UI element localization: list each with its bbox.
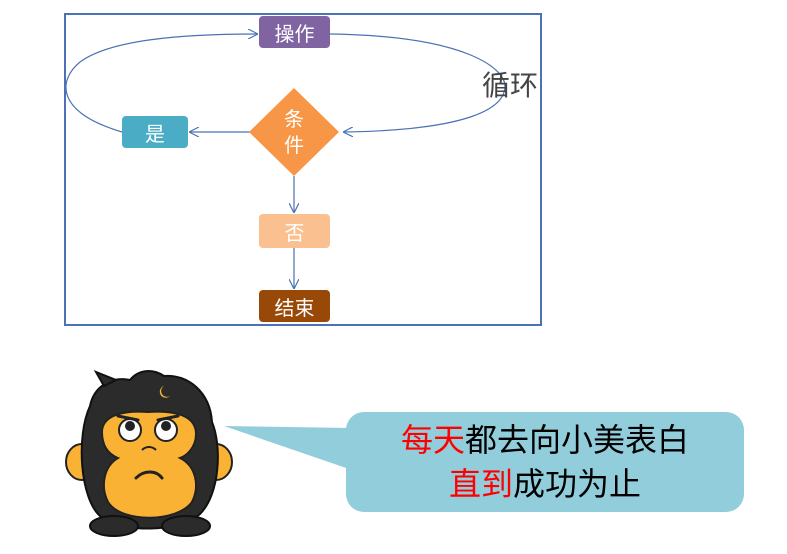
- speech-line-2-text: 成功为止: [513, 465, 642, 503]
- operation-node: 操作: [259, 16, 330, 48]
- monkey-mascot-icon: [65, 370, 233, 537]
- no-node: 否: [259, 214, 330, 248]
- operation-label: 操作: [274, 21, 315, 46]
- yes-label: 是: [145, 121, 165, 146]
- no-label: 否: [284, 220, 305, 245]
- speech-bubble: 每天都去向小美表白 直到成功为止: [346, 412, 744, 512]
- loop-edge-right: [329, 33, 506, 132]
- condition-label: 条件: [284, 107, 304, 157]
- end-node: 结束: [259, 290, 330, 322]
- speech-line-1: 每天都去向小美表白: [401, 418, 689, 462]
- end-label: 结束: [274, 295, 315, 320]
- speech-line-2-highlight: 直到: [448, 465, 513, 503]
- condition-node: 条件: [249, 88, 339, 176]
- loop-label: 循环: [482, 69, 539, 102]
- loop-edge-left: [65, 34, 257, 133]
- yes-node: 是: [122, 116, 188, 148]
- condition-diamond-shape: [249, 88, 339, 176]
- speech-line-1-text: 都去向小美表白: [465, 421, 690, 459]
- diagram-frame: [64, 13, 542, 326]
- speech-line-1-highlight: 每天: [400, 421, 465, 459]
- speech-line-2: 直到成功为止: [449, 462, 641, 506]
